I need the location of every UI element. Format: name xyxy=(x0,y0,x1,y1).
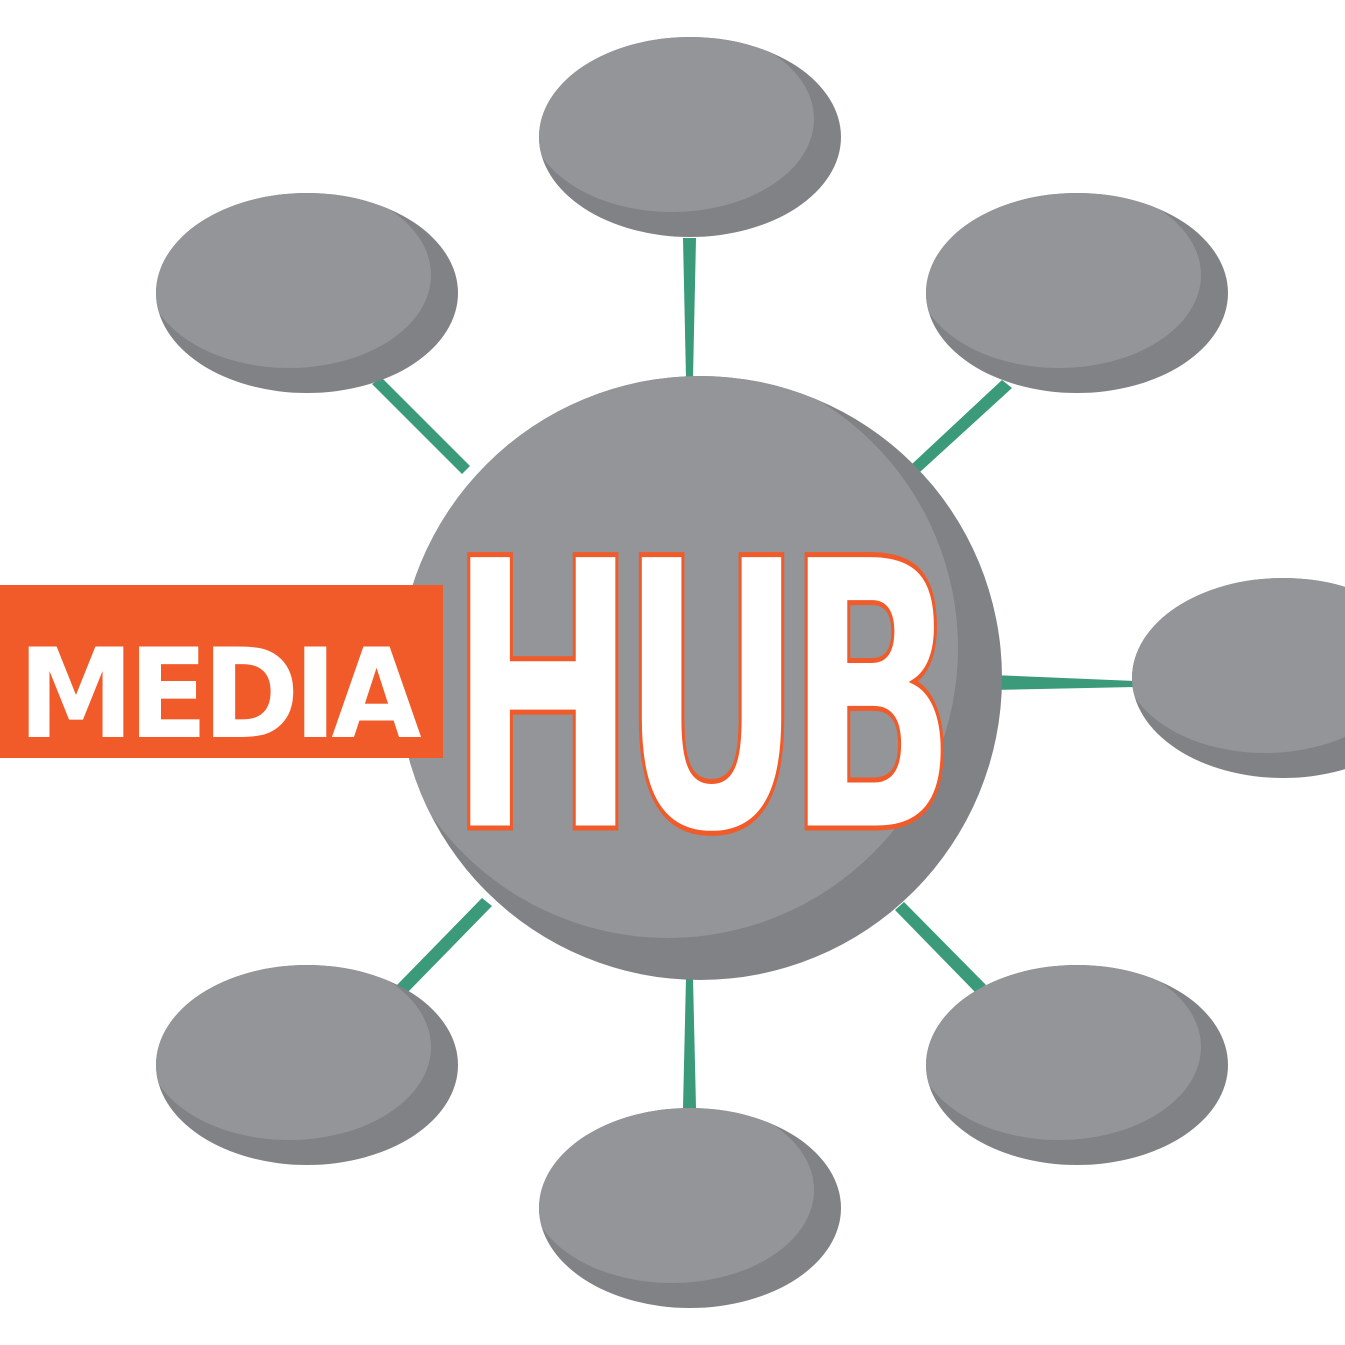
satellite-node-icon xyxy=(926,965,1228,1165)
connector-spoke-icon xyxy=(683,238,696,378)
satellite-node-icon xyxy=(926,193,1228,393)
media-banner-background xyxy=(0,585,443,758)
media-banner: MEDIA xyxy=(0,585,443,767)
satellite-node-icon xyxy=(156,965,458,1165)
satellite-nodes xyxy=(156,37,1345,1308)
satellite-node-icon xyxy=(156,193,458,393)
connector-spoke-icon xyxy=(683,978,696,1108)
connector-spoke-icon xyxy=(895,902,986,992)
hub-wordmark: HUB xyxy=(446,479,978,920)
satellite-node-icon xyxy=(539,1108,841,1308)
connector-spokes xyxy=(372,238,1135,1108)
connector-spoke-icon xyxy=(912,380,1012,472)
connector-spoke-icon xyxy=(397,898,492,992)
hub-circle-icon xyxy=(398,376,1002,980)
connector-spoke-icon xyxy=(992,675,1135,690)
hub-label: HUB xyxy=(448,481,945,917)
satellite-node-icon xyxy=(1132,578,1345,778)
connector-spoke-icon xyxy=(372,378,470,474)
satellite-node-icon xyxy=(539,37,841,237)
media-label: MEDIA xyxy=(18,623,422,767)
